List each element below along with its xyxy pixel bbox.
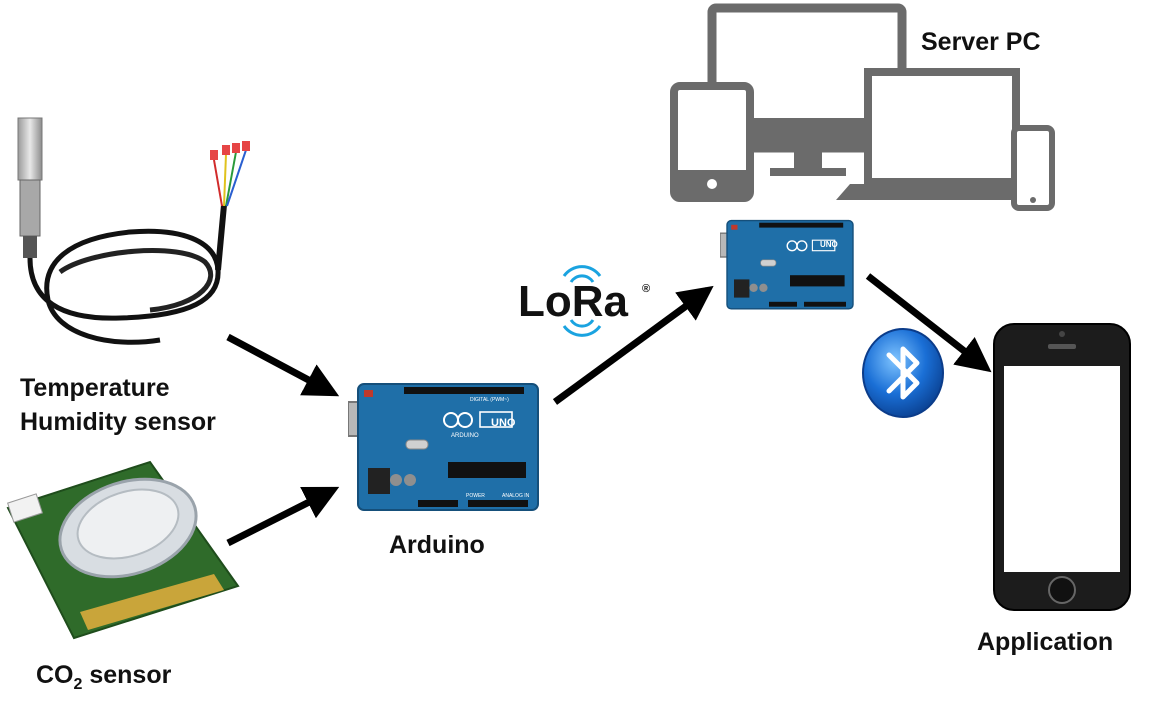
wire-red [213,159,223,207]
phone-speaker [1048,344,1076,349]
phone-screen [1004,366,1120,572]
wire-terminal [210,150,218,160]
server-arduino-uno-text: UNO [820,240,838,249]
sensor-coiled-cable [27,228,221,345]
smartphone [993,323,1131,611]
lora-wordmark: LoRa [518,277,629,326]
arduino-uno-text: UNO [491,417,516,429]
humidity-sensor-label: Humidity sensor [20,408,216,436]
small-phone [1011,125,1055,211]
arduino-analog-text: ANALOG IN [502,493,530,499]
lora-signal-wave-top-inner [569,274,595,283]
bluetooth-icon [862,328,944,418]
lora-logo: LoRa ® [518,265,650,337]
laptop-screen [864,68,1020,186]
wire-yellow [223,153,227,207]
wire-terminal [222,145,230,155]
sensor-cable-loop [58,248,213,313]
small-phone-button [1030,197,1036,203]
monitor-neck [794,148,822,170]
sensor-probe-body [19,179,41,237]
server-pc-devices [670,3,1055,211]
arrow-arduino-to-server-arduino [552,285,714,405]
phone-home-button [1048,576,1076,604]
arduino-brand-text: ARDUINO [451,433,479,439]
co2-sensor-filter [76,488,180,560]
temperature-humidity-sensor [17,117,250,345]
application-label: Application [977,628,1113,656]
arrow-co2-to-arduino [226,486,340,547]
monitor-stand [770,168,846,176]
co2-sensor-label: CO2 sensor [36,661,172,693]
wire-blue [226,149,247,207]
sensor-cable-gland [23,236,37,258]
wire-terminal [232,143,240,153]
wire-terminal [242,141,250,151]
sensor-cable-end [215,204,227,271]
arduino-power-text: POWER [466,493,485,499]
temperature-label: Temperature [20,374,170,402]
co2-edge-connector [80,574,224,630]
wire-green [225,151,237,207]
lora-signal-wave-top-outer [562,265,602,277]
laptop-base [836,184,1048,200]
lora-signal-wave-bottom-inner [569,319,595,328]
arrow-temp-to-arduino [226,333,340,397]
sensor-probe-head [17,117,43,181]
phone-camera [1059,331,1065,337]
arrow-server-arduino-to-phone [865,273,992,373]
arduino-digital-text: DIGITAL (PWM~) [470,397,509,403]
arduino-board-server: UNO [720,219,854,310]
arduino-label: Arduino [389,531,485,559]
co2-barcode [7,493,43,523]
tablet-home-button [707,179,717,189]
co2-sensor [6,460,240,640]
server-pc-label: Server PC [921,28,1041,56]
lora-signal-wave-bottom-outer [562,325,602,337]
lora-registered-mark: ® [642,283,650,295]
arduino-board-main: UNO ARDUINO DIGITAL (PWM~) POWER ANALOG … [348,383,539,511]
